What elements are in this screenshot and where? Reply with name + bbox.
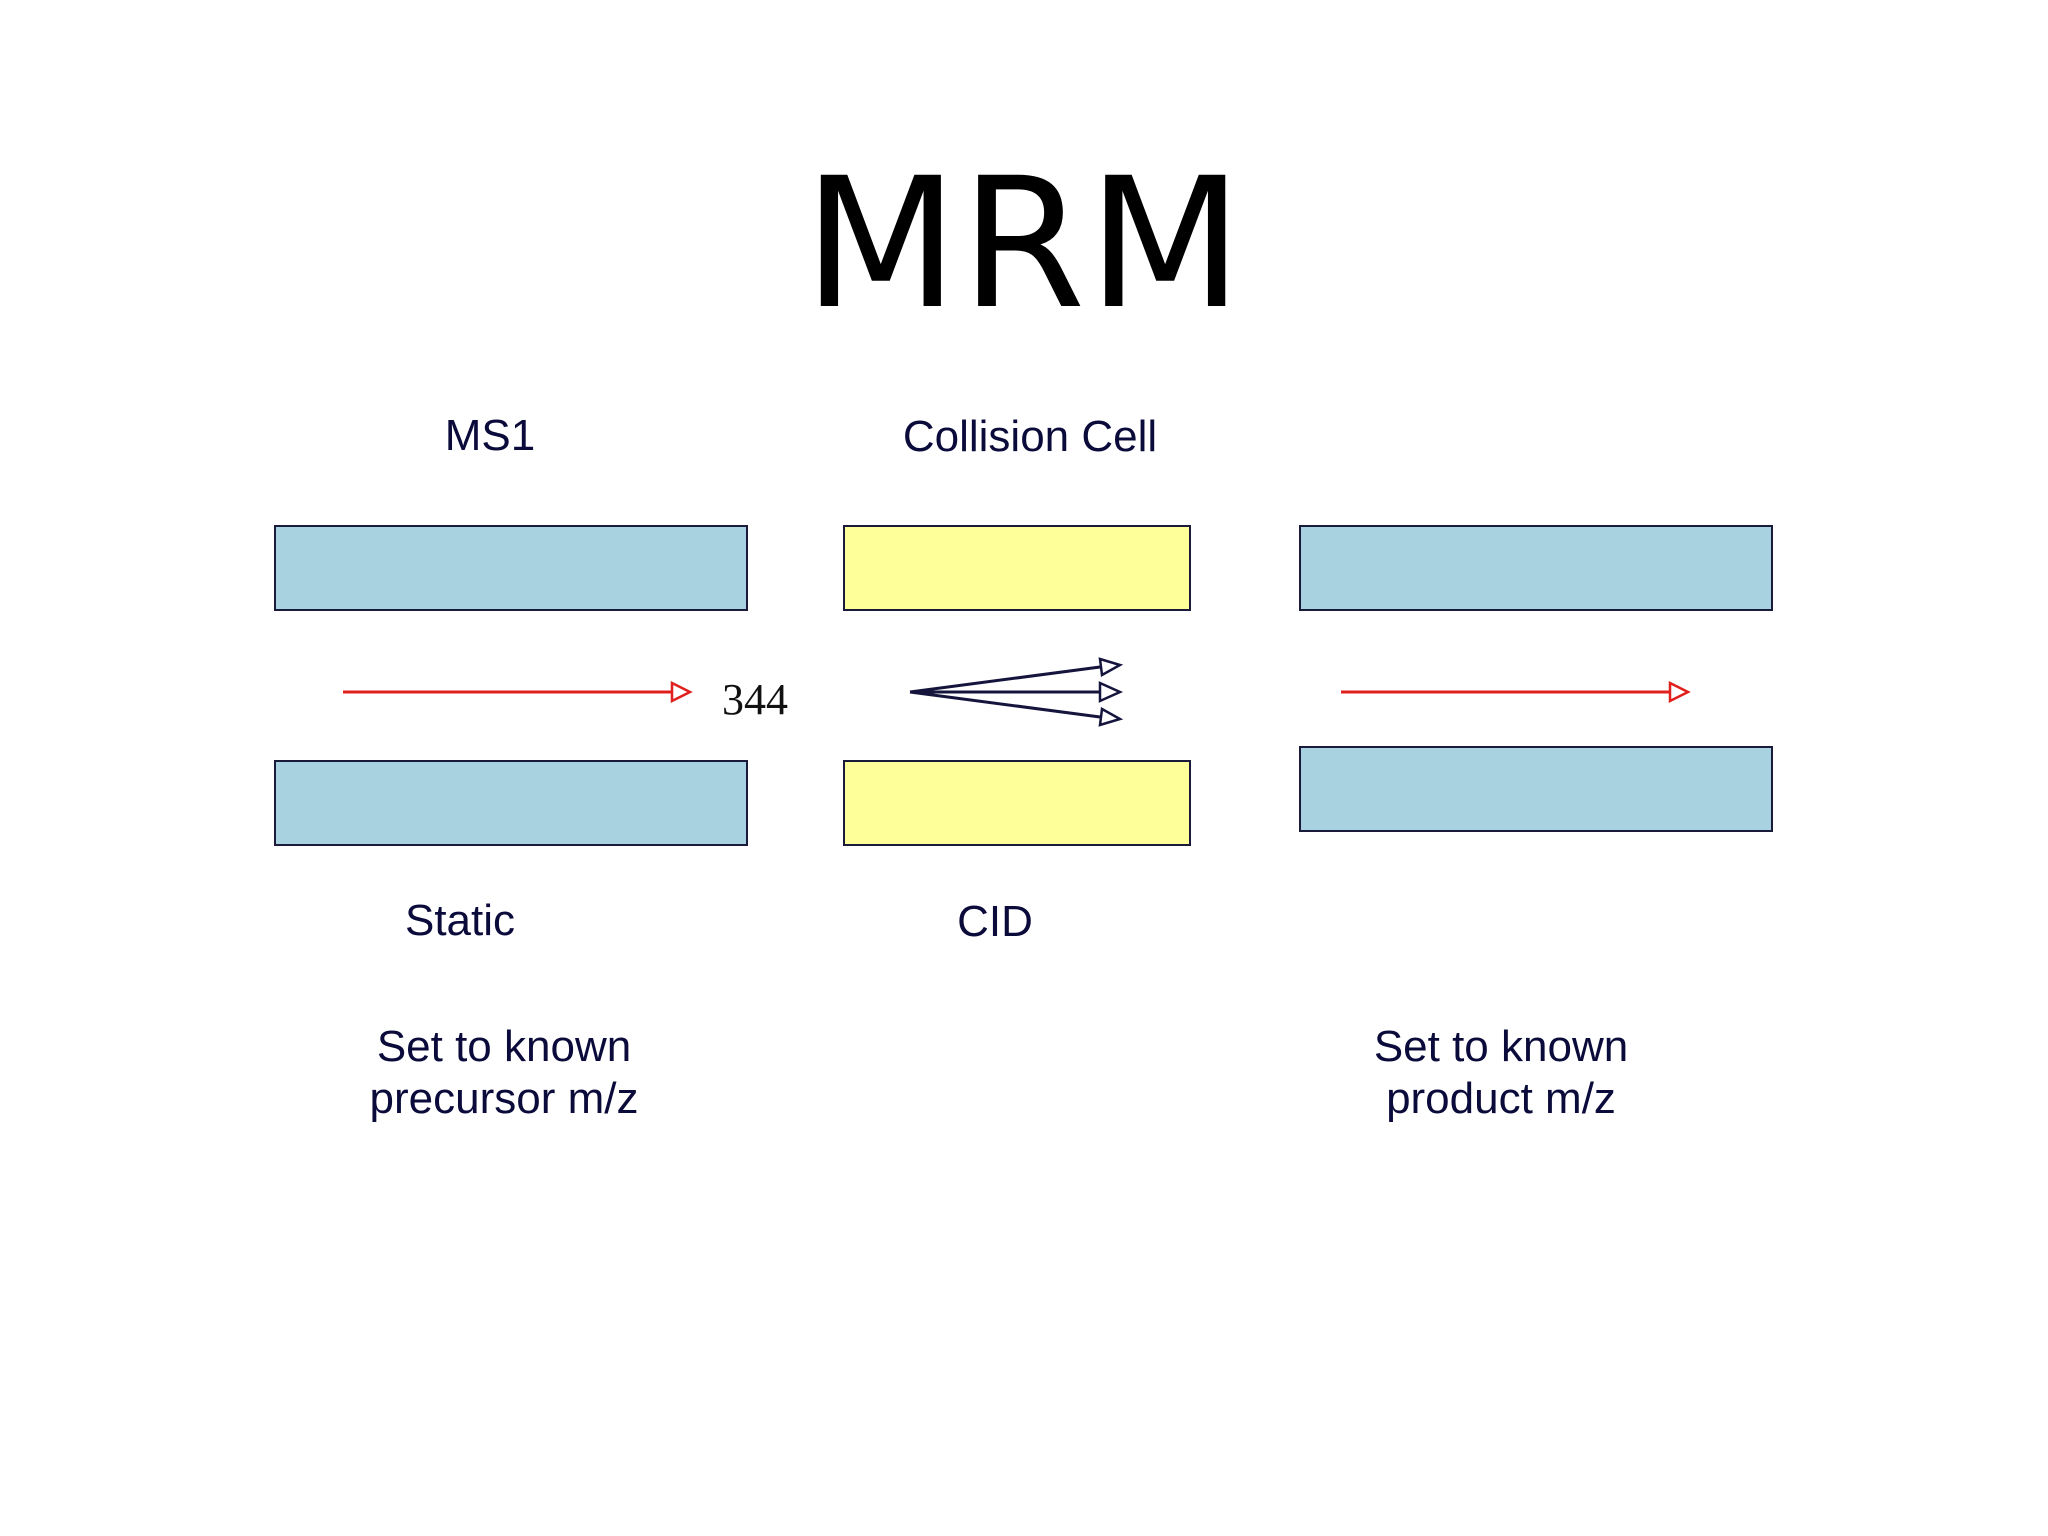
ms1-upper-rod — [274, 525, 748, 611]
collision-cell-lower-rod — [843, 760, 1191, 846]
collision-cell-label: Collision Cell — [902, 412, 1158, 461]
product-ion-arrow — [1341, 680, 1691, 704]
collision-cell-upper-rod — [843, 525, 1191, 611]
ms3-lower-rod — [1299, 746, 1773, 832]
ms3-note-line1: Set to known — [1373, 1022, 1629, 1071]
ms1-mode-label: Static — [404, 896, 516, 945]
ms3-upper-rod — [1299, 525, 1773, 611]
precursor-mz-value: 344 — [722, 675, 788, 724]
ms1-note-line1: Set to known — [376, 1022, 632, 1071]
ms1-note-line2: precursor m/z — [369, 1074, 639, 1123]
precursor-ion-arrow — [343, 680, 693, 704]
collision-cell-mode-label: CID — [957, 897, 1033, 946]
fragment-arrows — [909, 657, 1124, 727]
slide-title: MRM — [803, 140, 1245, 349]
ms1-label: MS1 — [444, 411, 536, 460]
ms3-note-line2: product m/z — [1386, 1074, 1616, 1123]
ms1-lower-rod — [274, 760, 748, 846]
